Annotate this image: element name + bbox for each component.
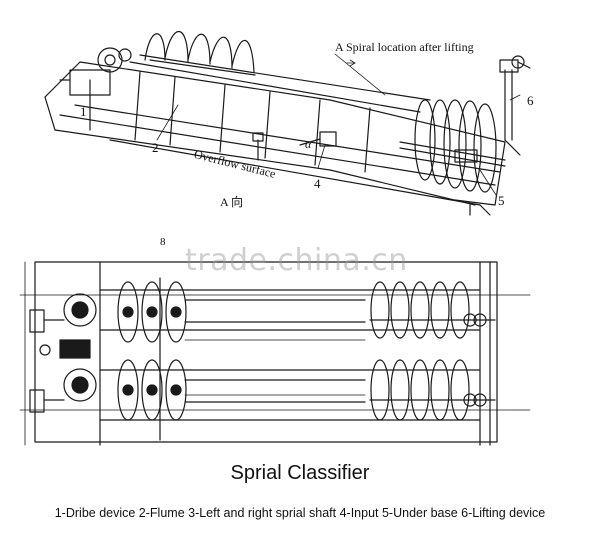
plan-marker: 8	[160, 236, 166, 248]
spiral-discs-lower-left	[117, 359, 187, 421]
plan-frame	[34, 261, 498, 443]
spiral-lifted	[144, 30, 256, 76]
shaft-channels	[99, 289, 481, 421]
figure-title: Sprial Classifier	[230, 462, 370, 484]
figure-legend: 1-Dribe device 2-Flume 3-Left and right …	[54, 506, 546, 520]
callout-4: 4	[314, 176, 321, 191]
spiral-discs-upper-left	[117, 281, 187, 343]
callout-6: 6	[527, 93, 534, 108]
location-label: A Spiral location after lifting	[335, 40, 474, 54]
leader-lines	[156, 53, 521, 196]
spiral-discs-lower-right	[369, 359, 496, 421]
alpha-label: α	[305, 137, 312, 151]
callout-1: 1	[80, 104, 87, 119]
flume-body	[44, 54, 506, 216]
callout-5: 5	[498, 193, 505, 208]
input-box	[299, 131, 337, 147]
lifting-device	[499, 55, 531, 156]
drive-gears	[29, 293, 97, 413]
elevation-view	[44, 30, 531, 216]
spiral-discs-upper-right	[369, 281, 496, 339]
callout-2: 2	[152, 140, 159, 155]
drive-device	[59, 47, 132, 96]
plan-view	[19, 261, 531, 446]
watermark: trade.china.cn	[185, 243, 408, 278]
view-label: A 向	[220, 195, 244, 209]
spiral-lowered	[399, 99, 506, 193]
